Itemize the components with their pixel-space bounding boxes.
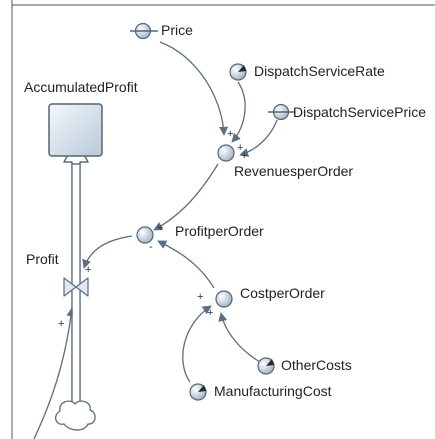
- polarity-price: +: [227, 128, 233, 140]
- label-costperorder: CostperOrder: [240, 285, 325, 301]
- label-revenuesperorder: RevenuesperOrder: [234, 163, 353, 179]
- polarity-revenue-to-profitperorder: +: [157, 222, 163, 234]
- manufacturingcost-node[interactable]: [189, 383, 207, 401]
- profitperorder-aux-icon[interactable]: [136, 226, 154, 244]
- label-price: Price: [161, 22, 193, 38]
- link-othercosts-to-cost[interactable]: [218, 312, 261, 363]
- link-price-to-revenues[interactable]: [159, 41, 229, 136]
- stock-label-accumulatedprofit: AccumulatedProfit: [24, 79, 138, 95]
- constant-pointer-icon: [198, 385, 206, 392]
- link-cost-to-profitperorder[interactable]: [157, 240, 215, 289]
- constant-pointer-icon: [238, 65, 246, 72]
- cloud-source-icon: [54, 400, 96, 431]
- link-rate-to-revenues[interactable]: [231, 81, 246, 143]
- label-profit-flow: Profit: [26, 251, 59, 267]
- label-dispatchserviceprice: DispatchServicePrice: [293, 104, 426, 120]
- othercosts-node[interactable]: [257, 357, 275, 375]
- polarity-othercosts-to-cost: +: [207, 307, 213, 319]
- link-revenues-to-profitperorder[interactable]: [153, 163, 219, 231]
- label-dispatchservicerate: DispatchServiceRate: [254, 63, 385, 79]
- constant-pointer-icon: [266, 359, 274, 366]
- link-profitperorder-to-profit[interactable]: [82, 235, 133, 269]
- polarity-manufacturing-to-cost: +: [197, 291, 203, 303]
- link-lower-inflow[interactable]: [33, 307, 76, 439]
- polarity-rate: +: [237, 142, 243, 154]
- costperorder-aux-icon[interactable]: [215, 290, 233, 308]
- polarity-profitperorder-to-profit: +: [85, 264, 91, 276]
- polarity-lower-inflow: +: [58, 318, 64, 330]
- polarity-dsprice: +: [241, 150, 247, 162]
- label-profitperorder: ProfitperOrder: [175, 223, 264, 239]
- polarity-cost-to-profitperorder: -: [149, 241, 153, 253]
- flow-pipe-fill: [72, 162, 80, 405]
- flow-valve-icon[interactable]: [63, 277, 89, 297]
- label-manufacturingcost: ManufacturingCost: [214, 383, 332, 399]
- link-dsprice-to-revenues[interactable]: [239, 119, 278, 157]
- label-othercosts: OtherCosts: [281, 357, 352, 373]
- revenuesperorder-aux-icon[interactable]: [217, 144, 235, 162]
- link-manufacturing-to-cost[interactable]: [182, 305, 212, 383]
- stock-box-accumulatedprofit[interactable]: [48, 103, 103, 157]
- dispatchservicerate-node[interactable]: [229, 63, 247, 81]
